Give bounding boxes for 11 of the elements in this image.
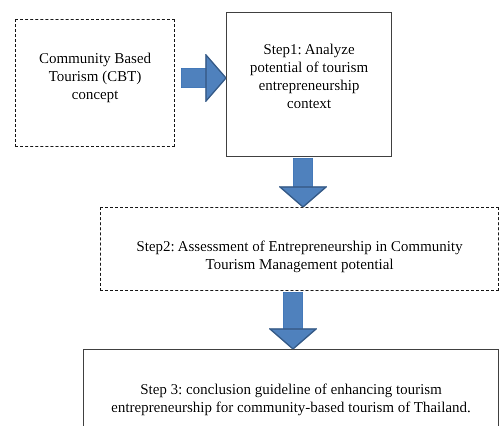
box-text: Step 3: conclusion guideline of enhancing tourism entrepreneurship for community-based tourism of Thailand. <box>110 381 472 417</box>
block-arrow <box>279 158 327 208</box>
process-box <box>226 12 392 157</box>
process-box <box>15 19 175 147</box>
box-text: Step2: Assessment of Entrepreneurship in Community Tourism Management potential <box>135 238 464 274</box>
process-box <box>83 349 499 426</box>
process-box <box>100 207 499 291</box>
block-arrow <box>181 54 227 102</box>
box-text: Step1: Analyze potential of tourism entrepreneurship context <box>248 41 370 113</box>
block-arrow <box>269 292 317 350</box>
box-text: Community Based Tourism (CBT) concept <box>38 50 152 104</box>
